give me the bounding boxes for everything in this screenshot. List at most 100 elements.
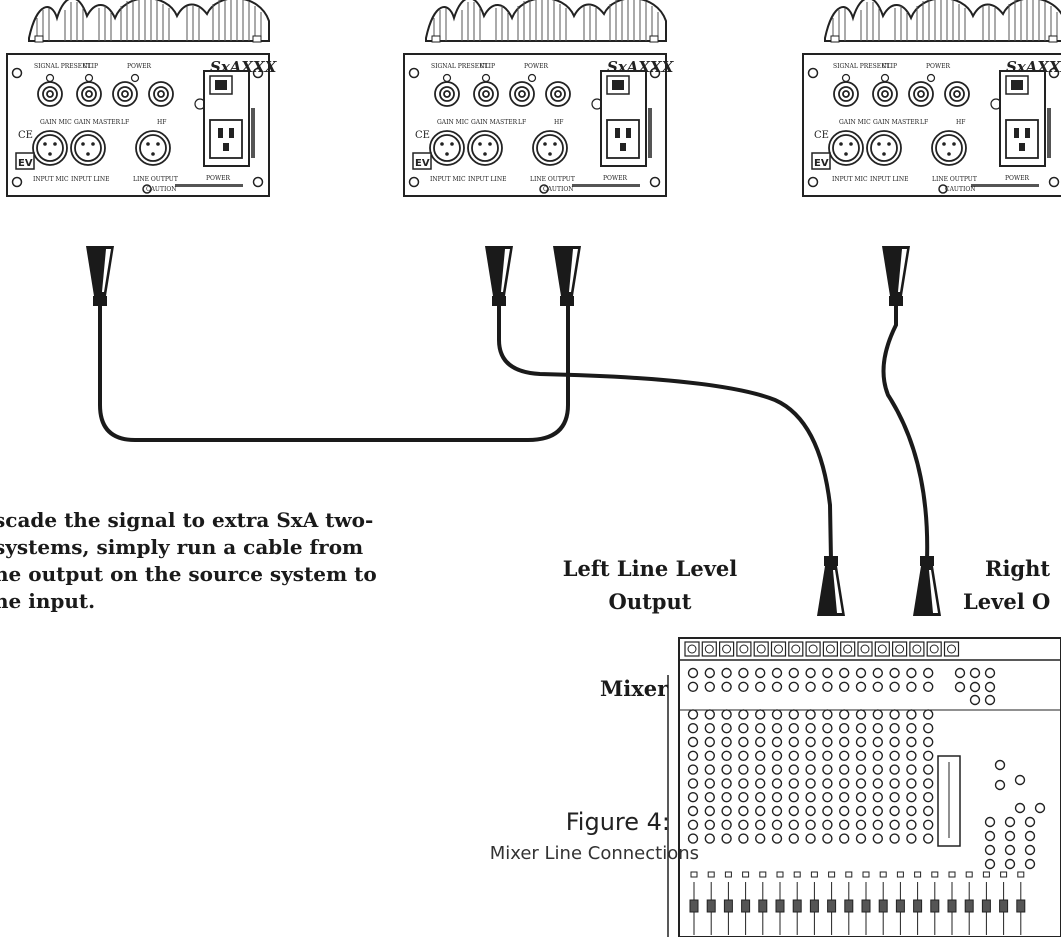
- mixer-knob: [872, 709, 883, 720]
- fader-cap: [844, 899, 854, 913]
- output-jack: [822, 641, 839, 657]
- cascade-instructions: scade the signal to extra SxA two- syste…: [0, 507, 464, 615]
- svg-text:POWER: POWER: [524, 63, 549, 70]
- output-jack: [805, 641, 821, 657]
- fader-cap: [792, 899, 802, 913]
- mixer-knob: [738, 750, 749, 761]
- mixer-knob: [1024, 816, 1036, 828]
- cable-cascade: [98, 293, 570, 442]
- fader-cap: [947, 899, 957, 913]
- mixer-knob: [771, 792, 783, 803]
- mixer-knob: [1004, 816, 1016, 828]
- mixer-knob: [721, 819, 732, 830]
- mixer-knob: [771, 736, 783, 748]
- ev-logo-left: EV: [15, 152, 35, 170]
- mixer-knob: [755, 833, 766, 844]
- mixer-knob: [721, 750, 732, 761]
- mixer-knob: [923, 792, 934, 803]
- svg-text:CAUTION: CAUTION: [543, 186, 574, 193]
- ce-mark-right: CE: [814, 130, 829, 141]
- mixer-knob: [771, 723, 783, 734]
- mixer-knob: [822, 792, 833, 803]
- mixer-knob: [872, 833, 883, 844]
- output-jack-ring: [860, 644, 870, 654]
- svg-text:HF: HF: [554, 119, 563, 126]
- mixer-knob: [788, 709, 799, 720]
- mixer-knob: [704, 805, 715, 817]
- clip-label: CLIP: [83, 63, 98, 70]
- mixer-knob: [721, 723, 732, 734]
- mixer-knob: [954, 681, 966, 693]
- svg-text:INPUT LINE: INPUT LINE: [468, 176, 507, 183]
- speaker-panel-right: [802, 0, 1061, 198]
- mixer-knob: [889, 805, 900, 817]
- mixer-knob: [771, 764, 783, 775]
- mixer-knob: [788, 833, 799, 844]
- mixer-knob: [1024, 830, 1036, 842]
- mixer-label: Mixer: [600, 676, 669, 701]
- output-jack-ring: [825, 644, 835, 654]
- fader-cap: [827, 899, 837, 913]
- output-jack-ring: [877, 644, 887, 654]
- mixer-knob: [839, 723, 850, 734]
- plug-mixer-left: [817, 556, 845, 616]
- output-jack: [909, 641, 925, 657]
- output-jack: [857, 641, 873, 657]
- fader-cap: [895, 899, 905, 913]
- output-jack-ring: [808, 644, 818, 654]
- mixer-knob: [822, 805, 833, 817]
- mixer-knob: [822, 667, 833, 679]
- mixer-knob: [687, 667, 699, 679]
- mixer-knob: [805, 792, 816, 803]
- mixer-knob: [687, 805, 699, 817]
- mixer-knob: [906, 778, 917, 789]
- mixer-knob: [872, 723, 883, 734]
- fader-cap: [913, 899, 923, 913]
- mixer-knob: [788, 681, 799, 692]
- mixer-knob: [738, 764, 749, 775]
- svg-text:INPUT LINE: INPUT LINE: [870, 176, 909, 183]
- plug-right-speaker: [882, 246, 910, 306]
- mixer-knob: [889, 750, 900, 761]
- mixer-knob: [704, 736, 715, 748]
- mixer-knob: [755, 792, 766, 803]
- mixer-knob: [855, 805, 867, 817]
- mixer-knob: [721, 764, 732, 775]
- mixer-knob: [805, 709, 816, 720]
- output-jack-ring: [704, 644, 714, 654]
- mixer-knob: [872, 792, 883, 803]
- svg-text:CAUTION: CAUTION: [945, 186, 976, 193]
- mixer-knob: [906, 764, 917, 775]
- mixer-knob: [839, 778, 850, 789]
- mixer-knob: [704, 819, 715, 830]
- svg-text:POWER: POWER: [926, 63, 951, 70]
- mixer-knob: [923, 833, 934, 844]
- mixer-knob: [755, 681, 766, 692]
- mixer-knob: [721, 709, 732, 720]
- right-output-label-line1: Right: [985, 556, 1050, 581]
- mute-button: [776, 871, 784, 878]
- mixer-knob: [889, 667, 900, 679]
- mixer-knob: [889, 792, 900, 803]
- fader-cap: [689, 899, 699, 913]
- mixer-knob: [984, 694, 996, 706]
- mixer-knob: [771, 819, 783, 830]
- output-jack: [718, 641, 735, 657]
- mixer-knob: [923, 805, 934, 817]
- output-jack: [926, 641, 942, 657]
- mixer-knob: [906, 681, 917, 692]
- mixer-knob: [984, 830, 996, 842]
- plug-center-output: [553, 246, 581, 306]
- mixer-knob: [906, 709, 917, 720]
- mixer-knob: [839, 709, 850, 720]
- mixer-knob: [906, 833, 917, 844]
- fader-cap: [878, 899, 888, 913]
- mixer-knob: [954, 667, 966, 679]
- mixer-knob: [1034, 802, 1046, 814]
- gain-master-label: GAIN MASTER: [74, 119, 121, 126]
- mixer-knob: [872, 667, 883, 679]
- mixer-knob: [984, 816, 996, 828]
- svg-text:INPUT MIC: INPUT MIC: [430, 176, 466, 183]
- fader-cap: [758, 899, 768, 913]
